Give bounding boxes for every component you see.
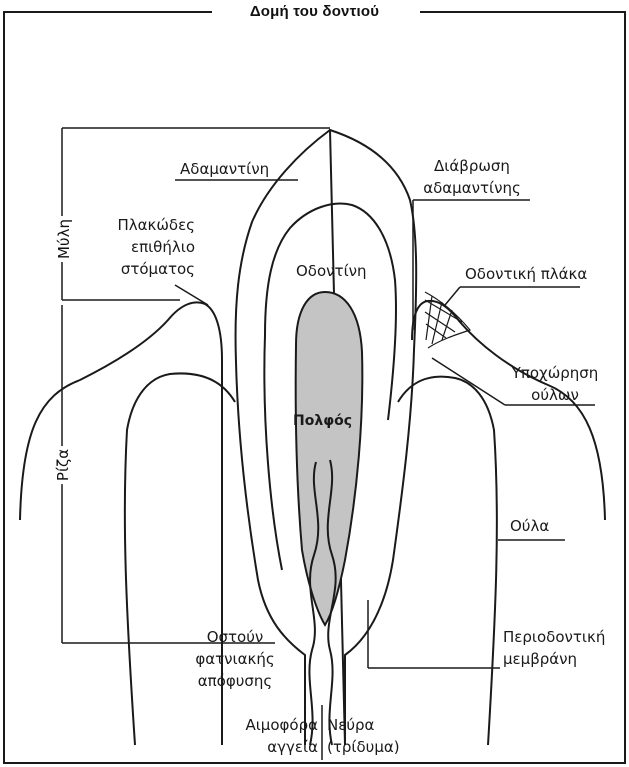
label-enamel: Αδαμαντίνη xyxy=(180,158,269,180)
label-squamous-epithelium: Πλακώδες επιθήλιο στόματος xyxy=(85,214,195,280)
label-bone-line3: απόφυσης xyxy=(185,670,285,692)
label-vessels-line1: Αιμοφόρα xyxy=(214,714,318,736)
label-recession-line2: ούλων xyxy=(505,384,605,406)
dental-plaque xyxy=(425,292,470,348)
label-nerve-line2: (τρίδυμα) xyxy=(327,736,400,758)
label-alveolar-bone: Οστούν φατνιακής απόφυσης xyxy=(185,626,285,692)
label-bone-line2: φατνιακής xyxy=(185,648,285,670)
label-root: Ρίζα xyxy=(54,446,72,484)
label-recession-line1: Υποχώρηση xyxy=(505,362,605,384)
label-enamel-erosion-line1: Διάβρωση xyxy=(412,155,532,177)
label-vessels-line2: αγγεία xyxy=(214,736,318,758)
right-bone xyxy=(398,377,497,745)
label-squamous-line2: επιθήλιο xyxy=(85,236,195,258)
label-blood-vessels: Αιμοφόρα αγγεία xyxy=(214,714,318,758)
label-enamel-erosion: Διάβρωση αδαμαντίνης xyxy=(412,155,532,199)
label-gum: Ούλα xyxy=(510,515,549,537)
label-bone-line1: Οστούν xyxy=(185,626,285,648)
pulp-chamber xyxy=(296,292,363,625)
diagram-title: Δομή του δοντιού xyxy=(0,3,629,20)
label-crown: Μύλη xyxy=(55,216,73,262)
label-nerves: Νεύρα (τρίδυμα) xyxy=(327,714,400,758)
label-periodontal-line2: μεμβράνη xyxy=(503,648,605,670)
label-periodontal-membrane: Περιοδοντική μεμβράνη xyxy=(503,626,605,670)
title-text: Δομή του δοντιού xyxy=(230,3,399,20)
label-gum-recession: Υποχώρηση ούλων xyxy=(505,362,605,406)
dentin-boundary-left xyxy=(264,335,282,570)
label-squamous-line1: Πλακώδες xyxy=(85,214,195,236)
label-periodontal-line1: Περιοδοντική xyxy=(503,626,605,648)
label-enamel-erosion-line2: αδαμαντίνης xyxy=(412,177,532,199)
label-dentin: Οδοντίνη xyxy=(296,260,367,282)
label-dental-plaque: Οδοντική πλάκα xyxy=(465,263,587,285)
label-squamous-line3: στόματος xyxy=(85,258,195,280)
label-pulp: Πολφός xyxy=(293,410,352,432)
label-nerve-line1: Νεύρα xyxy=(327,714,400,736)
